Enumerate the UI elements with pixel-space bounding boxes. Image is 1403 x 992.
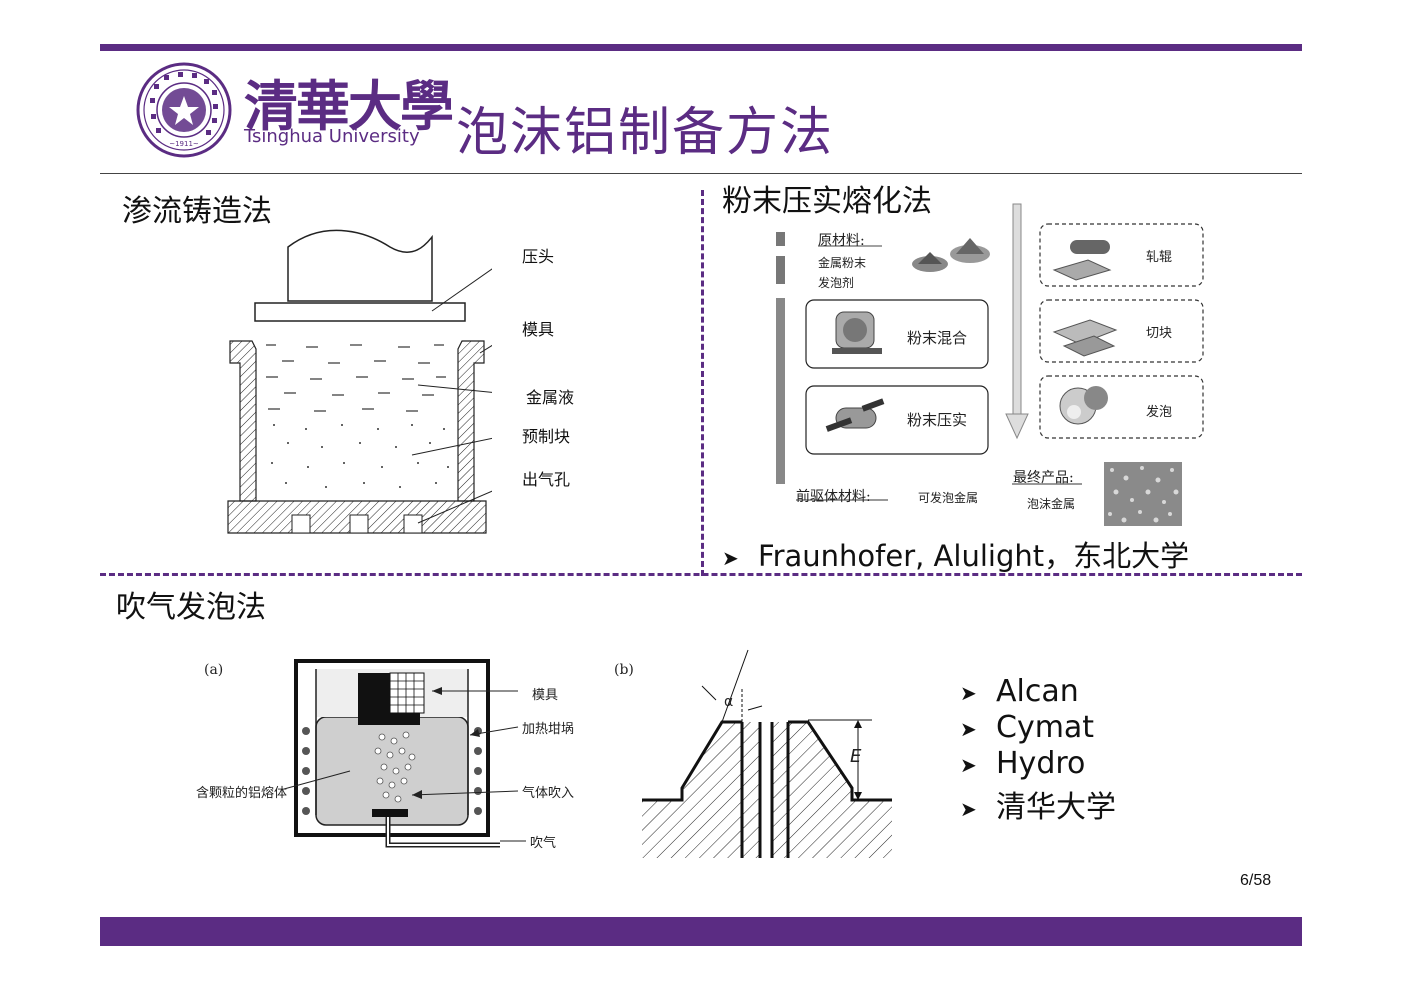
raw-material-metal-powder: 金属粉末: [818, 256, 867, 270]
top-purple-bar: [100, 44, 1302, 51]
label-mold: 模具: [522, 320, 555, 339]
precursor-label: 前驱体材料:: [796, 489, 871, 505]
section-heading-gas: 吹气发泡法: [116, 590, 266, 625]
section-heading-infiltration: 渗流铸造法: [122, 194, 272, 229]
page-title: 泡沫铝制备方法: [456, 103, 835, 163]
final-product-value: 泡沫金属: [1027, 497, 1076, 511]
header-divider: [100, 173, 1302, 174]
gas-foaming-diagram-a: [200, 655, 580, 855]
label-mold-a: 模具: [532, 688, 559, 703]
gas-foaming-diagram-b: [612, 648, 912, 858]
step-cutting: 切块: [1146, 326, 1173, 341]
infiltration-diagram: [222, 225, 519, 545]
gas-bullet: ➤ 清华大学: [960, 782, 1116, 825]
arrow-bullet-icon: ➤: [960, 716, 977, 741]
final-product-label: 最终产品:: [1013, 470, 1074, 486]
gas-bullet: ➤ Hydro: [960, 746, 1116, 782]
horizontal-dashed-divider: [100, 573, 1302, 576]
figure-b-label: (b): [614, 662, 634, 678]
precursor-value: 可发泡金属: [918, 491, 979, 505]
seal-year: ~1911~: [169, 140, 199, 148]
gas-bullet-text: Hydro: [996, 746, 1086, 781]
page-number: 6/58: [1240, 872, 1272, 889]
step-foaming: 发泡: [1146, 405, 1173, 420]
label-heating-crucible: 加热坩埚: [522, 722, 575, 737]
gas-bullet: ➤ Cymat: [960, 710, 1116, 746]
university-name-en: Tsinghua University: [244, 126, 420, 147]
label-preform: 预制块: [522, 427, 571, 446]
arrow-bullet-icon: ➤: [960, 796, 977, 821]
step-powder-mixing: 粉末混合: [907, 329, 968, 347]
raw-material-foaming-agent: 发泡剂: [818, 276, 855, 290]
label-press-head: 压头: [522, 247, 555, 266]
bottom-purple-bar: [100, 917, 1302, 946]
arrow-bullet-icon: ➤: [960, 680, 977, 705]
gas-bullet-list: ➤ Alcan ➤ Cymat ➤ Hydro ➤ 清华大学: [960, 674, 1116, 825]
university-seal-logo: ~1911~: [136, 62, 232, 158]
section-heading-powder: 粉末压实熔化法: [722, 184, 932, 219]
vertical-dashed-divider: [701, 190, 704, 576]
step-rolling: 轧辊: [1146, 250, 1173, 265]
label-molten-metal: 金属液: [526, 388, 575, 407]
gas-bullet: ➤ Alcan: [960, 674, 1116, 710]
raw-materials-title: 原材料:: [818, 233, 865, 249]
gas-bullet-text: Cymat: [996, 710, 1095, 745]
label-alpha: α: [724, 694, 734, 710]
powder-bullet: ➤ Fraunhofer, Alulight，东北大学: [722, 533, 1189, 575]
figure-a-label: (a): [204, 662, 224, 678]
university-name-cn: 清華大學: [244, 74, 454, 138]
arrow-bullet-icon: ➤: [722, 546, 739, 570]
label-e: E: [850, 746, 862, 767]
label-blow: 吹气: [530, 836, 557, 851]
powder-process-diagram: [770, 200, 1210, 530]
step-powder-compaction: 粉末压实: [907, 411, 968, 429]
label-particle-melt: 含颗粒的铝熔体: [196, 786, 288, 801]
gas-bullet-text: 清华大学: [996, 790, 1116, 825]
arrow-bullet-icon: ➤: [960, 752, 977, 777]
powder-bullet-text: Fraunhofer, Alulight，东北大学: [758, 539, 1190, 573]
gas-bullet-text: Alcan: [996, 674, 1079, 709]
label-vent-hole: 出气孔: [522, 470, 571, 489]
label-gas-injection: 气体吹入: [522, 786, 575, 801]
